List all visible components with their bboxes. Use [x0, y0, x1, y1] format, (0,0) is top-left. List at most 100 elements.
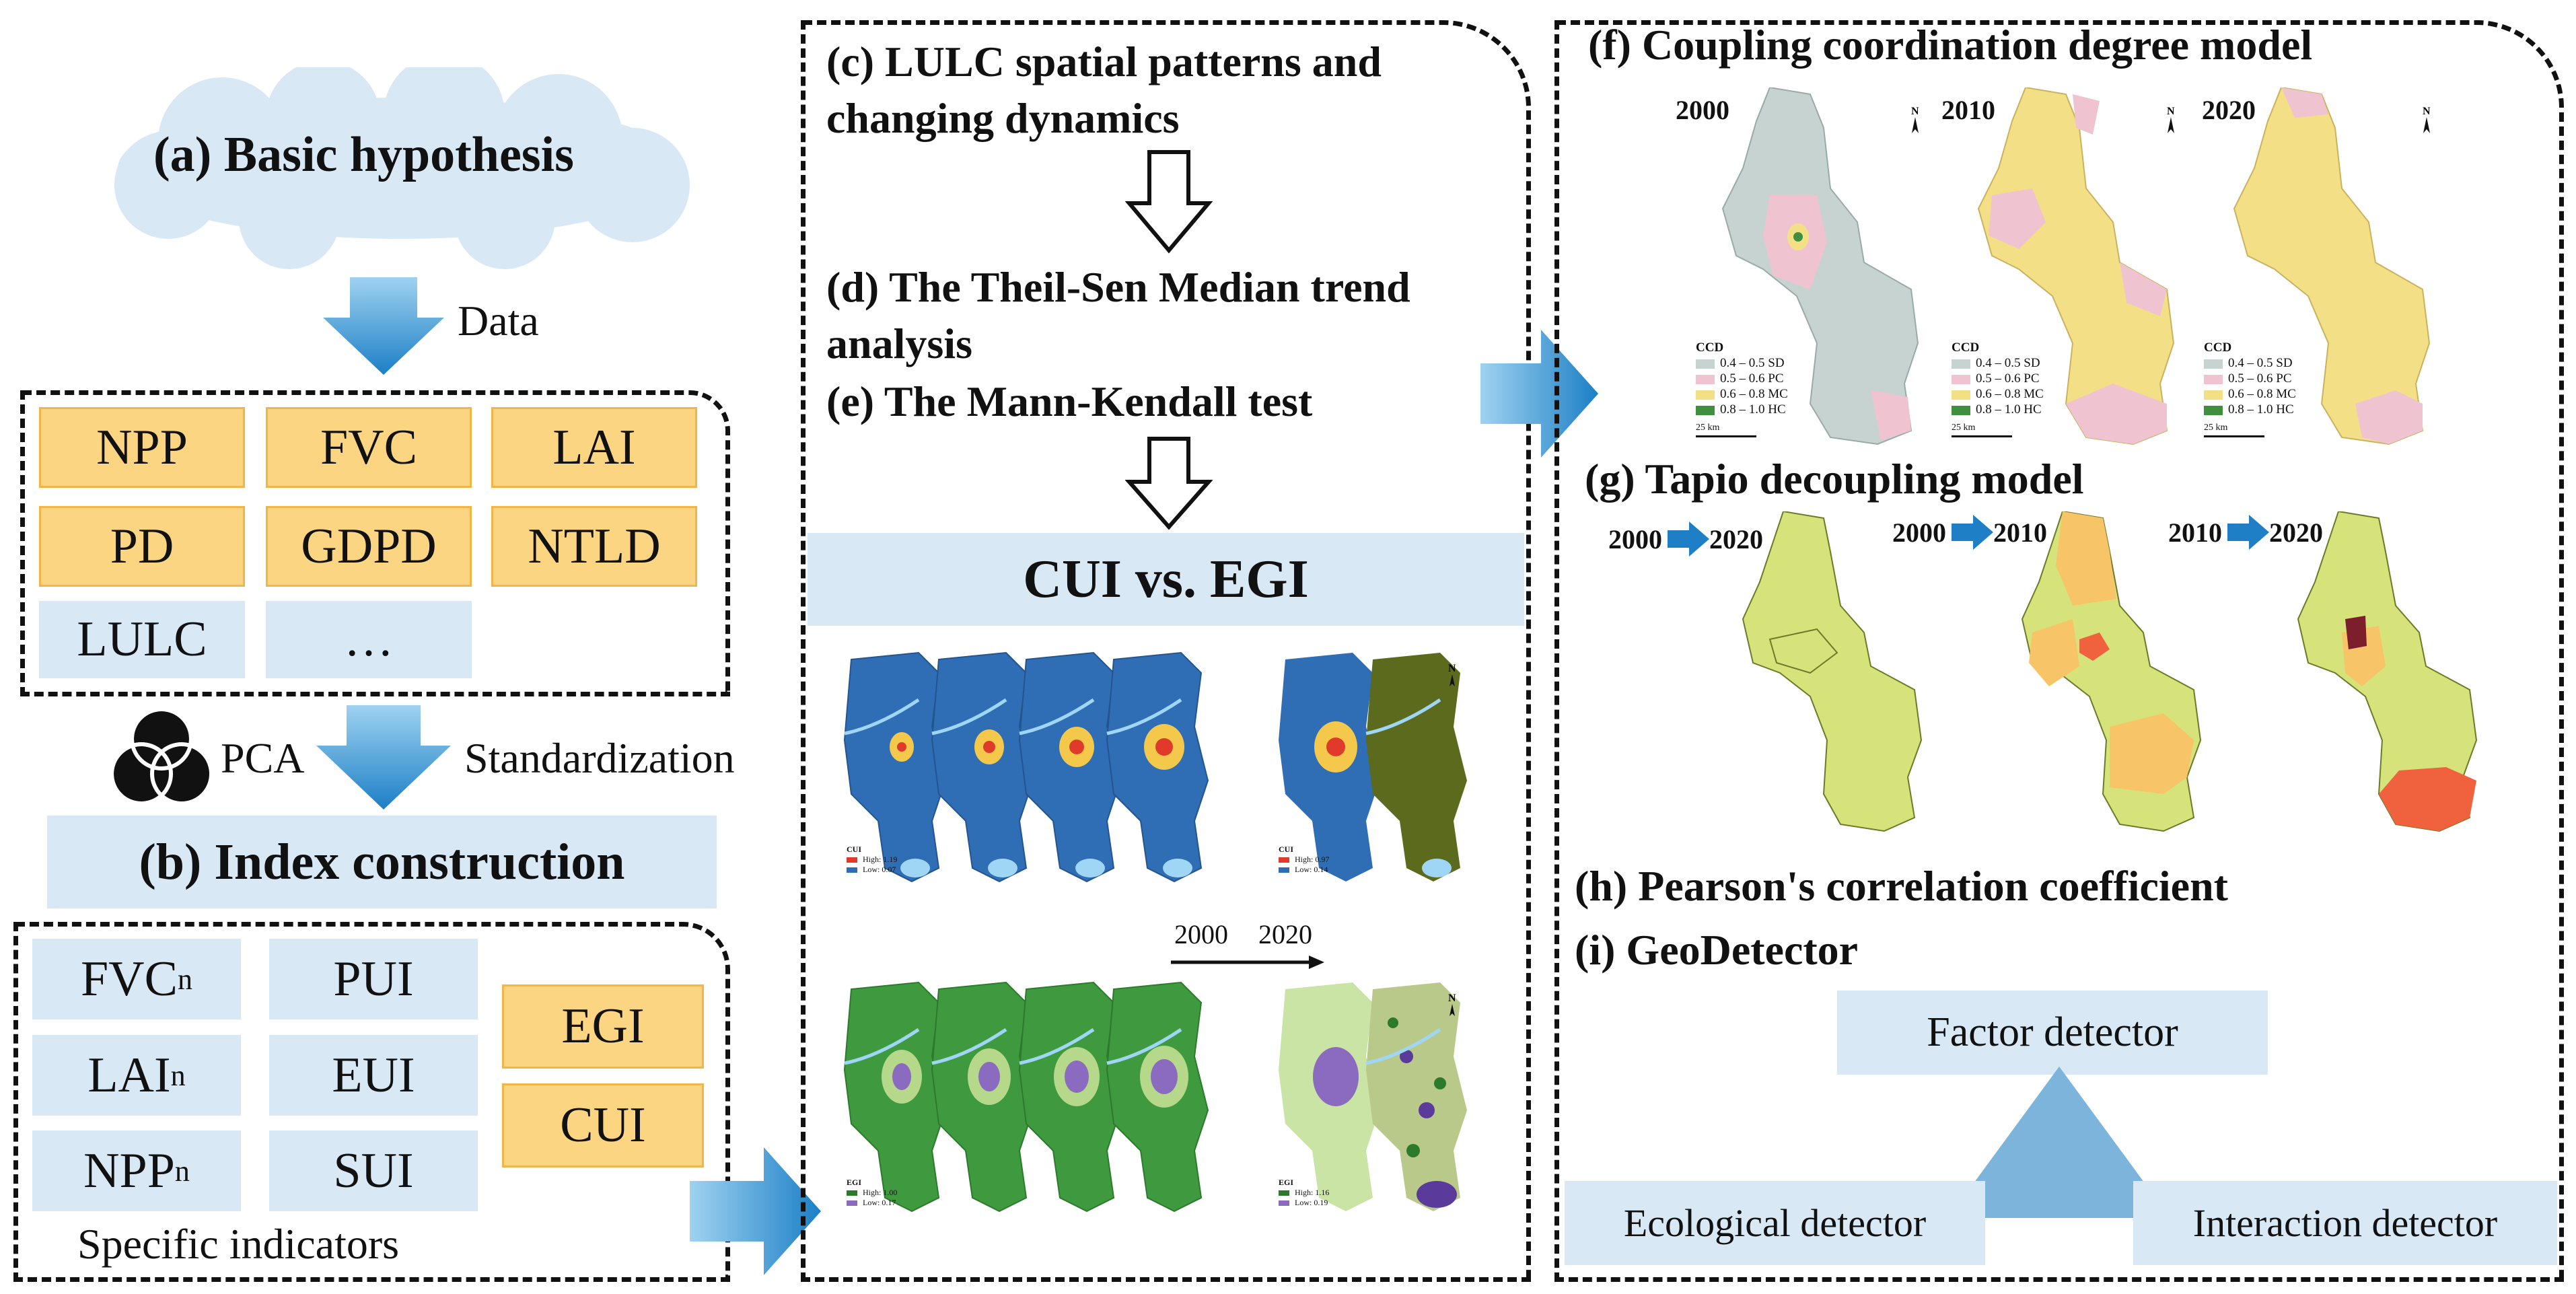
ccd-legend-row: 0.4 – 0.5 SD: [1696, 355, 1788, 371]
egi-legend-right-high-row: High: 1.16: [1279, 1188, 1329, 1198]
ccd-scale-bar: 25 km: [1952, 420, 2044, 437]
ccd-scale-unit: km: [1707, 423, 1720, 433]
egi-trend-map: N: [1279, 982, 1467, 1211]
to-middle-arrow: [690, 1147, 821, 1275]
cui-map-series: [843, 651, 1209, 883]
ccd-north-2020: N: [2423, 106, 2431, 117]
panel-g-title: (g) Tapio decoupling model: [1585, 455, 2084, 503]
cui-legend-left: CUI High: 1.19 Low: 0.07: [847, 844, 897, 875]
cui-legend-high: High: 1.19: [863, 855, 898, 864]
tapio-map-2000-2020: [1742, 511, 1923, 832]
egi-legend-low: Low: 0.17: [863, 1198, 896, 1207]
data-arrow: [323, 277, 444, 375]
ccd-swatch-sd: [1952, 359, 1970, 369]
ccd-legend-row: 0.8 – 1.0 HC: [1696, 402, 1788, 417]
cui-legend-low-r: Low: 0.14: [1295, 865, 1328, 874]
egi-legend-high: High: 1.00: [863, 1188, 898, 1197]
ccd-scale-line: [1952, 435, 2012, 437]
data-item-lai: LAI: [491, 407, 697, 488]
ccd-legend-row: 0.4 – 0.5 SD: [2204, 355, 2296, 371]
indicator-pui: PUI: [269, 939, 478, 1019]
egi-north-label: N: [1448, 993, 1456, 1004]
ccd-year-2020: 2020: [2202, 95, 2256, 125]
data-item-fvc: FVC: [266, 407, 472, 488]
ccd-legend-row: 0.5 – 0.6 PC: [1696, 371, 1788, 386]
data-box: [20, 390, 730, 696]
to-right-arrow: [1480, 330, 1598, 458]
indicator-sui: SUI: [269, 1130, 478, 1211]
ccd-legend-label: 0.8 – 1.0 HC: [1720, 402, 1786, 417]
ccd-legend-label: 0.6 – 0.8 MC: [1976, 387, 2044, 401]
data-item-npp: NPP: [39, 407, 245, 488]
cloud-shape: [114, 67, 690, 269]
ccd-scale-bar: 25 km: [2204, 420, 2296, 437]
tapio-period2-from: 2000: [1892, 517, 1946, 548]
ccd-legend-label: 0.4 – 0.5 SD: [2228, 356, 2293, 370]
egi-legend-low-row: Low: 0.17: [847, 1198, 897, 1208]
egi-legend-high-row: High: 1.00: [847, 1188, 897, 1198]
ccd-swatch-hc: [2204, 405, 2223, 415]
indicators-box: [13, 922, 730, 1282]
ccd-swatch-hc: [1952, 405, 1970, 415]
egi-map-series: [843, 981, 1209, 1213]
right-panel: [1554, 20, 2564, 1282]
ccd-swatch-sd: [2204, 359, 2223, 369]
ccd-legend-2000: CCD 0.4 – 0.5 SD 0.5 – 0.6 PC 0.6 – 0.8 …: [1696, 340, 1788, 437]
data-item-lulc: LULC: [39, 601, 245, 678]
indicators-caption: Specific indicators: [77, 1220, 400, 1268]
indicator-npp-sub: n: [174, 1154, 190, 1188]
tapio-period2-to: 2010: [1993, 517, 2047, 548]
year-arrow: [1171, 956, 1324, 969]
cui-legend-title: CUI: [847, 844, 862, 854]
ccd-scale-line: [1696, 435, 1756, 437]
egi-legend-left: EGI High: 1.00 Low: 0.17: [847, 1178, 897, 1208]
tapio-period2-arrow: [1952, 515, 1993, 550]
year-end: 2020: [1258, 919, 1312, 949]
tapio-period3-arrow: [2227, 515, 2269, 550]
egi-legend-right-title: EGI: [1279, 1178, 1294, 1187]
ccd-swatch-mc: [1952, 390, 1970, 400]
ccd-legend-label: 0.5 – 0.6 PC: [1720, 371, 1784, 386]
indicator-eui: EUI: [269, 1035, 478, 1116]
year-start: 2000: [1174, 919, 1228, 949]
cui-legend-right-title: CUI: [1279, 844, 1294, 854]
ccd-swatch-pc: [1952, 374, 1970, 384]
ccd-north-2000: N: [1911, 106, 1919, 117]
egi-right-high-swatch: [1279, 1190, 1289, 1196]
ccd-swatch-hc: [1696, 405, 1715, 415]
ccd-scale-value: 25: [2204, 423, 2213, 433]
indicator-cui: CUI: [502, 1083, 704, 1167]
cui-right-high-swatch: [1279, 857, 1289, 863]
pca-label: PCA: [221, 734, 305, 782]
tapio-period1-from: 2000: [1608, 524, 1662, 554]
ccd-scale-value: 25: [1952, 423, 1961, 433]
panel-b-title: (b) Index construction: [47, 816, 717, 908]
ccd-scale-bar: 25 km: [1696, 420, 1788, 437]
ccd-legend-row: 0.4 – 0.5 SD: [1952, 355, 2044, 371]
egi-legend-title: EGI: [847, 1178, 862, 1187]
indicator-npp-base: NPP: [83, 1143, 175, 1198]
factor-detector-box: Factor detector: [1837, 991, 2268, 1075]
cui-vs-egi-banner: CUI vs. EGI: [808, 533, 1524, 626]
ccd-year-2000: 2000: [1676, 95, 1729, 125]
cui-right-low-swatch: [1279, 867, 1289, 873]
geodetector-triangle: [1948, 1067, 2170, 1218]
cui-high-swatch: [847, 857, 857, 863]
data-item-more: …: [266, 601, 472, 678]
indicator-lai-base: LAI: [87, 1047, 171, 1103]
cui-low-swatch: [847, 867, 857, 873]
step-e-arrow: [1125, 437, 1213, 530]
ccd-legend-row: 0.5 – 0.6 PC: [1952, 371, 2044, 386]
ccd-swatch-sd: [1696, 359, 1715, 369]
step-c-arrow: [1125, 150, 1213, 254]
ccd-legend-label: 0.4 – 0.5 SD: [1976, 356, 2040, 370]
cui-legend-high-row: High: 1.19: [847, 855, 897, 865]
egi-legend-high-r: High: 1.16: [1295, 1188, 1330, 1197]
indicator-fvc-base: FVC: [81, 951, 178, 1007]
ccd-map-2000: N: [1721, 87, 1919, 445]
egi-legend-right-low-row: Low: 0.19: [1279, 1198, 1329, 1208]
ccd-year-2010: 2010: [1941, 95, 1995, 125]
tapio-period1-arrow: [1668, 522, 1709, 556]
egi-right-low-swatch: [1279, 1200, 1289, 1207]
